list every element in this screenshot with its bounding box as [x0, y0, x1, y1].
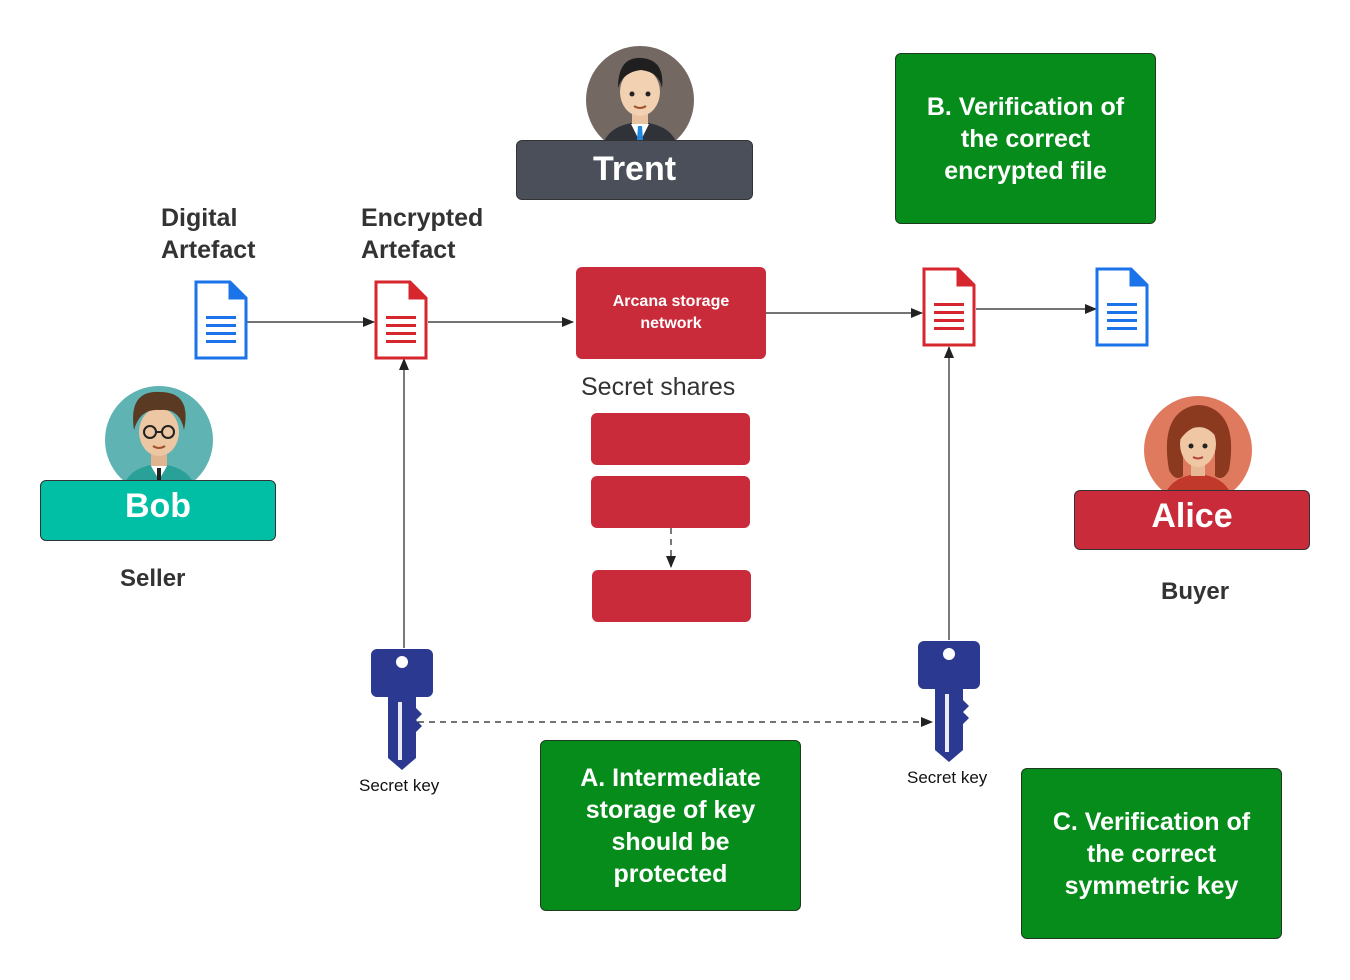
- trent-name: Trent: [592, 150, 677, 188]
- bob-avatar: [105, 386, 213, 484]
- trent-name-badge: Trent: [516, 140, 753, 200]
- storage-label-line2: network: [640, 315, 702, 332]
- note-c-line1: C. Verification of: [1052, 807, 1251, 836]
- digital-artefact-label-line1: Digital: [161, 204, 238, 232]
- encrypted-artefact-label: Encrypted Artefact: [361, 202, 483, 266]
- note-b-line1: B. Verification of: [926, 92, 1125, 121]
- storage-label-line1: Arcana storage: [612, 293, 730, 310]
- secret-key-right-label: Secret key: [907, 768, 988, 787]
- bob-role: Seller: [120, 565, 186, 592]
- encrypted-artefact-label-line2: Artefact: [361, 236, 456, 264]
- note-a-line3: should be: [611, 827, 730, 856]
- note-c-line2: the correct: [1086, 839, 1217, 868]
- alice-role: Buyer: [1161, 578, 1230, 605]
- trent-avatar: [586, 46, 694, 144]
- secret-key-right-icon: [918, 641, 980, 762]
- encrypted-artefact-document-icon: [374, 280, 428, 360]
- alice-avatar: [1144, 396, 1252, 494]
- secret-share-1: [591, 413, 750, 465]
- note-a-line4: protected: [613, 859, 728, 888]
- digital-artefact-label: Digital Artefact: [161, 202, 255, 266]
- bob-name-badge: Bob: [40, 480, 276, 541]
- note-a-line1: A. Intermediate: [580, 763, 761, 792]
- secret-share-3: [592, 570, 751, 622]
- note-a-intermediate-storage: A. Intermediate storage of key should be…: [540, 740, 801, 911]
- arcana-storage-box: Arcana storage network: [576, 267, 766, 359]
- note-c-verification-symmetric-key: C. Verification of the correct symmetric…: [1021, 768, 1282, 939]
- secret-share-2: [591, 476, 750, 528]
- note-b-line3: encrypted file: [944, 156, 1107, 185]
- secret-key-left-label: Secret key: [359, 776, 440, 795]
- note-b-line2: the correct: [960, 124, 1091, 153]
- digital-artefact-label-line2: Artefact: [161, 236, 256, 264]
- decrypted-document-icon: [1095, 267, 1149, 347]
- note-a-line2: storage of key: [585, 795, 756, 824]
- alice-name: Alice: [1151, 497, 1233, 535]
- bob-name: Bob: [124, 487, 192, 525]
- note-b-verification-encrypted-file: B. Verification of the correct encrypted…: [895, 53, 1156, 224]
- secret-shares-label: Secret shares: [581, 373, 736, 401]
- note-c-line3: symmetric key: [1064, 871, 1239, 900]
- digital-artefact-document-icon: [194, 280, 248, 360]
- received-encrypted-document-icon: [922, 267, 976, 347]
- alice-name-badge: Alice: [1074, 490, 1310, 550]
- encrypted-artefact-label-line1: Encrypted: [361, 204, 484, 232]
- secret-key-left-icon: [371, 649, 433, 770]
